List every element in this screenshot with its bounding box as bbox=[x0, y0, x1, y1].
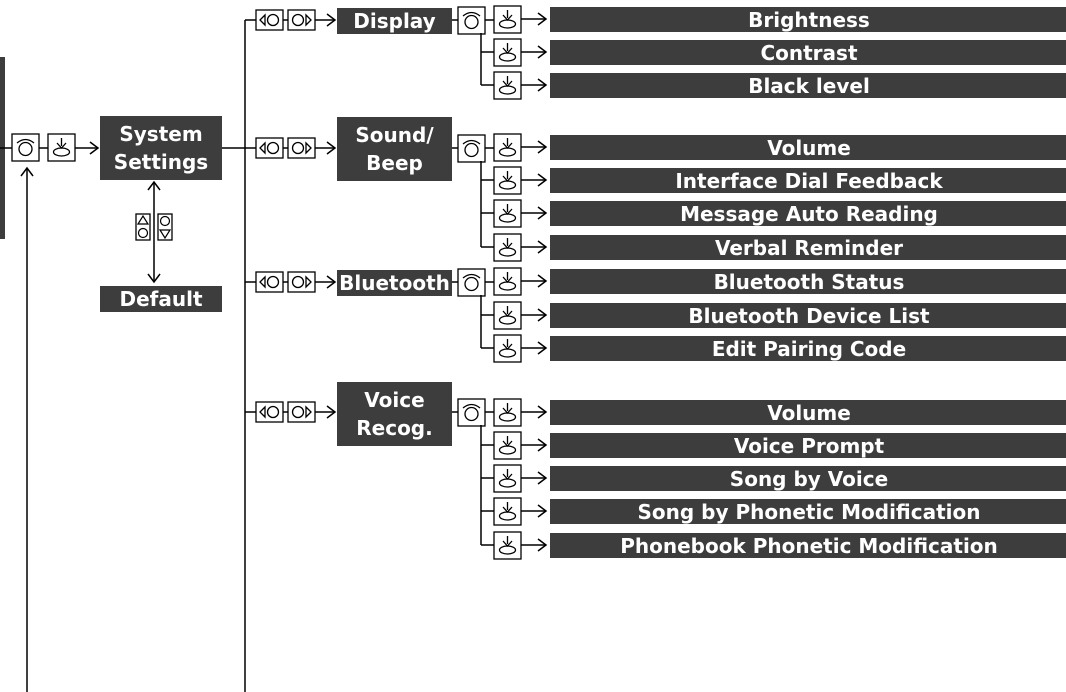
setting-item[interactable]: Interface Dial Feedback bbox=[550, 168, 1066, 193]
dial-press-icon bbox=[493, 166, 522, 195]
category-label: Display bbox=[353, 9, 436, 33]
dial-press-icon bbox=[493, 334, 522, 363]
setting-item[interactable]: Verbal Reminder bbox=[550, 235, 1066, 260]
setting-item[interactable]: Volume bbox=[550, 135, 1066, 160]
dial-rotate-left-icon bbox=[255, 137, 284, 159]
menu-button-icon bbox=[457, 6, 486, 35]
setting-item[interactable]: Song by Phonetic Modification bbox=[550, 499, 1066, 524]
setting-item[interactable]: Black level bbox=[550, 73, 1066, 98]
category-display[interactable]: Display bbox=[337, 8, 452, 34]
setting-item[interactable]: Volume bbox=[550, 400, 1066, 425]
system-settings-box[interactable]: System Settings bbox=[100, 116, 222, 180]
menu-button-icon bbox=[457, 398, 486, 427]
system-settings-line2: Settings bbox=[113, 150, 209, 174]
dial-press-icon bbox=[493, 133, 522, 162]
category-label: Bluetooth bbox=[339, 271, 450, 295]
dial-rotate-right-icon bbox=[287, 9, 316, 31]
dial-rotate-right-icon bbox=[287, 137, 316, 159]
setting-item[interactable]: Contrast bbox=[550, 40, 1066, 65]
category-label-line2: Beep bbox=[366, 151, 423, 175]
dial-press-icon bbox=[493, 267, 522, 296]
dial-press-icon bbox=[493, 464, 522, 493]
menu-button-icon bbox=[11, 133, 40, 162]
default-box[interactable]: Default bbox=[100, 286, 222, 312]
category-sound[interactable]: Sound/Beep bbox=[337, 117, 452, 181]
menu-button-icon bbox=[457, 134, 486, 163]
dial-press-icon bbox=[493, 301, 522, 330]
setting-item[interactable]: Song by Voice bbox=[550, 466, 1066, 491]
dial-rotate-left-icon bbox=[255, 271, 284, 293]
setting-item[interactable]: Brightness bbox=[550, 7, 1066, 32]
category-label-line2: Recog. bbox=[356, 416, 433, 440]
dial-press-icon bbox=[493, 398, 522, 427]
menu-button-icon bbox=[457, 268, 486, 297]
setting-item[interactable]: Bluetooth Status bbox=[550, 269, 1066, 294]
setting-item[interactable]: Phonebook Phonetic Modification bbox=[550, 533, 1066, 558]
dial-press-icon bbox=[493, 5, 522, 34]
dial-press-icon bbox=[493, 199, 522, 228]
category-bluetooth[interactable]: Bluetooth bbox=[337, 270, 452, 296]
setting-item[interactable]: Bluetooth Device List bbox=[550, 303, 1066, 328]
dial-move-updown-icon bbox=[135, 213, 173, 241]
dial-rotate-left-icon bbox=[255, 9, 284, 31]
dial-press-icon bbox=[493, 497, 522, 526]
category-label: Voice bbox=[364, 388, 425, 412]
setting-item[interactable]: Voice Prompt bbox=[550, 433, 1066, 458]
category-label: Sound/ bbox=[355, 123, 434, 147]
setting-item[interactable]: Message Auto Reading bbox=[550, 201, 1066, 226]
dial-press-icon bbox=[47, 133, 76, 162]
dial-press-icon bbox=[493, 431, 522, 460]
setting-item[interactable]: Edit Pairing Code bbox=[550, 336, 1066, 361]
dial-press-icon bbox=[493, 531, 522, 560]
system-settings-line1: System bbox=[119, 122, 203, 146]
dial-press-icon bbox=[493, 71, 522, 100]
dial-press-icon bbox=[493, 38, 522, 67]
dial-press-icon bbox=[493, 233, 522, 262]
dial-rotate-right-icon bbox=[287, 401, 316, 423]
dial-rotate-right-icon bbox=[287, 271, 316, 293]
dial-rotate-left-icon bbox=[255, 401, 284, 423]
